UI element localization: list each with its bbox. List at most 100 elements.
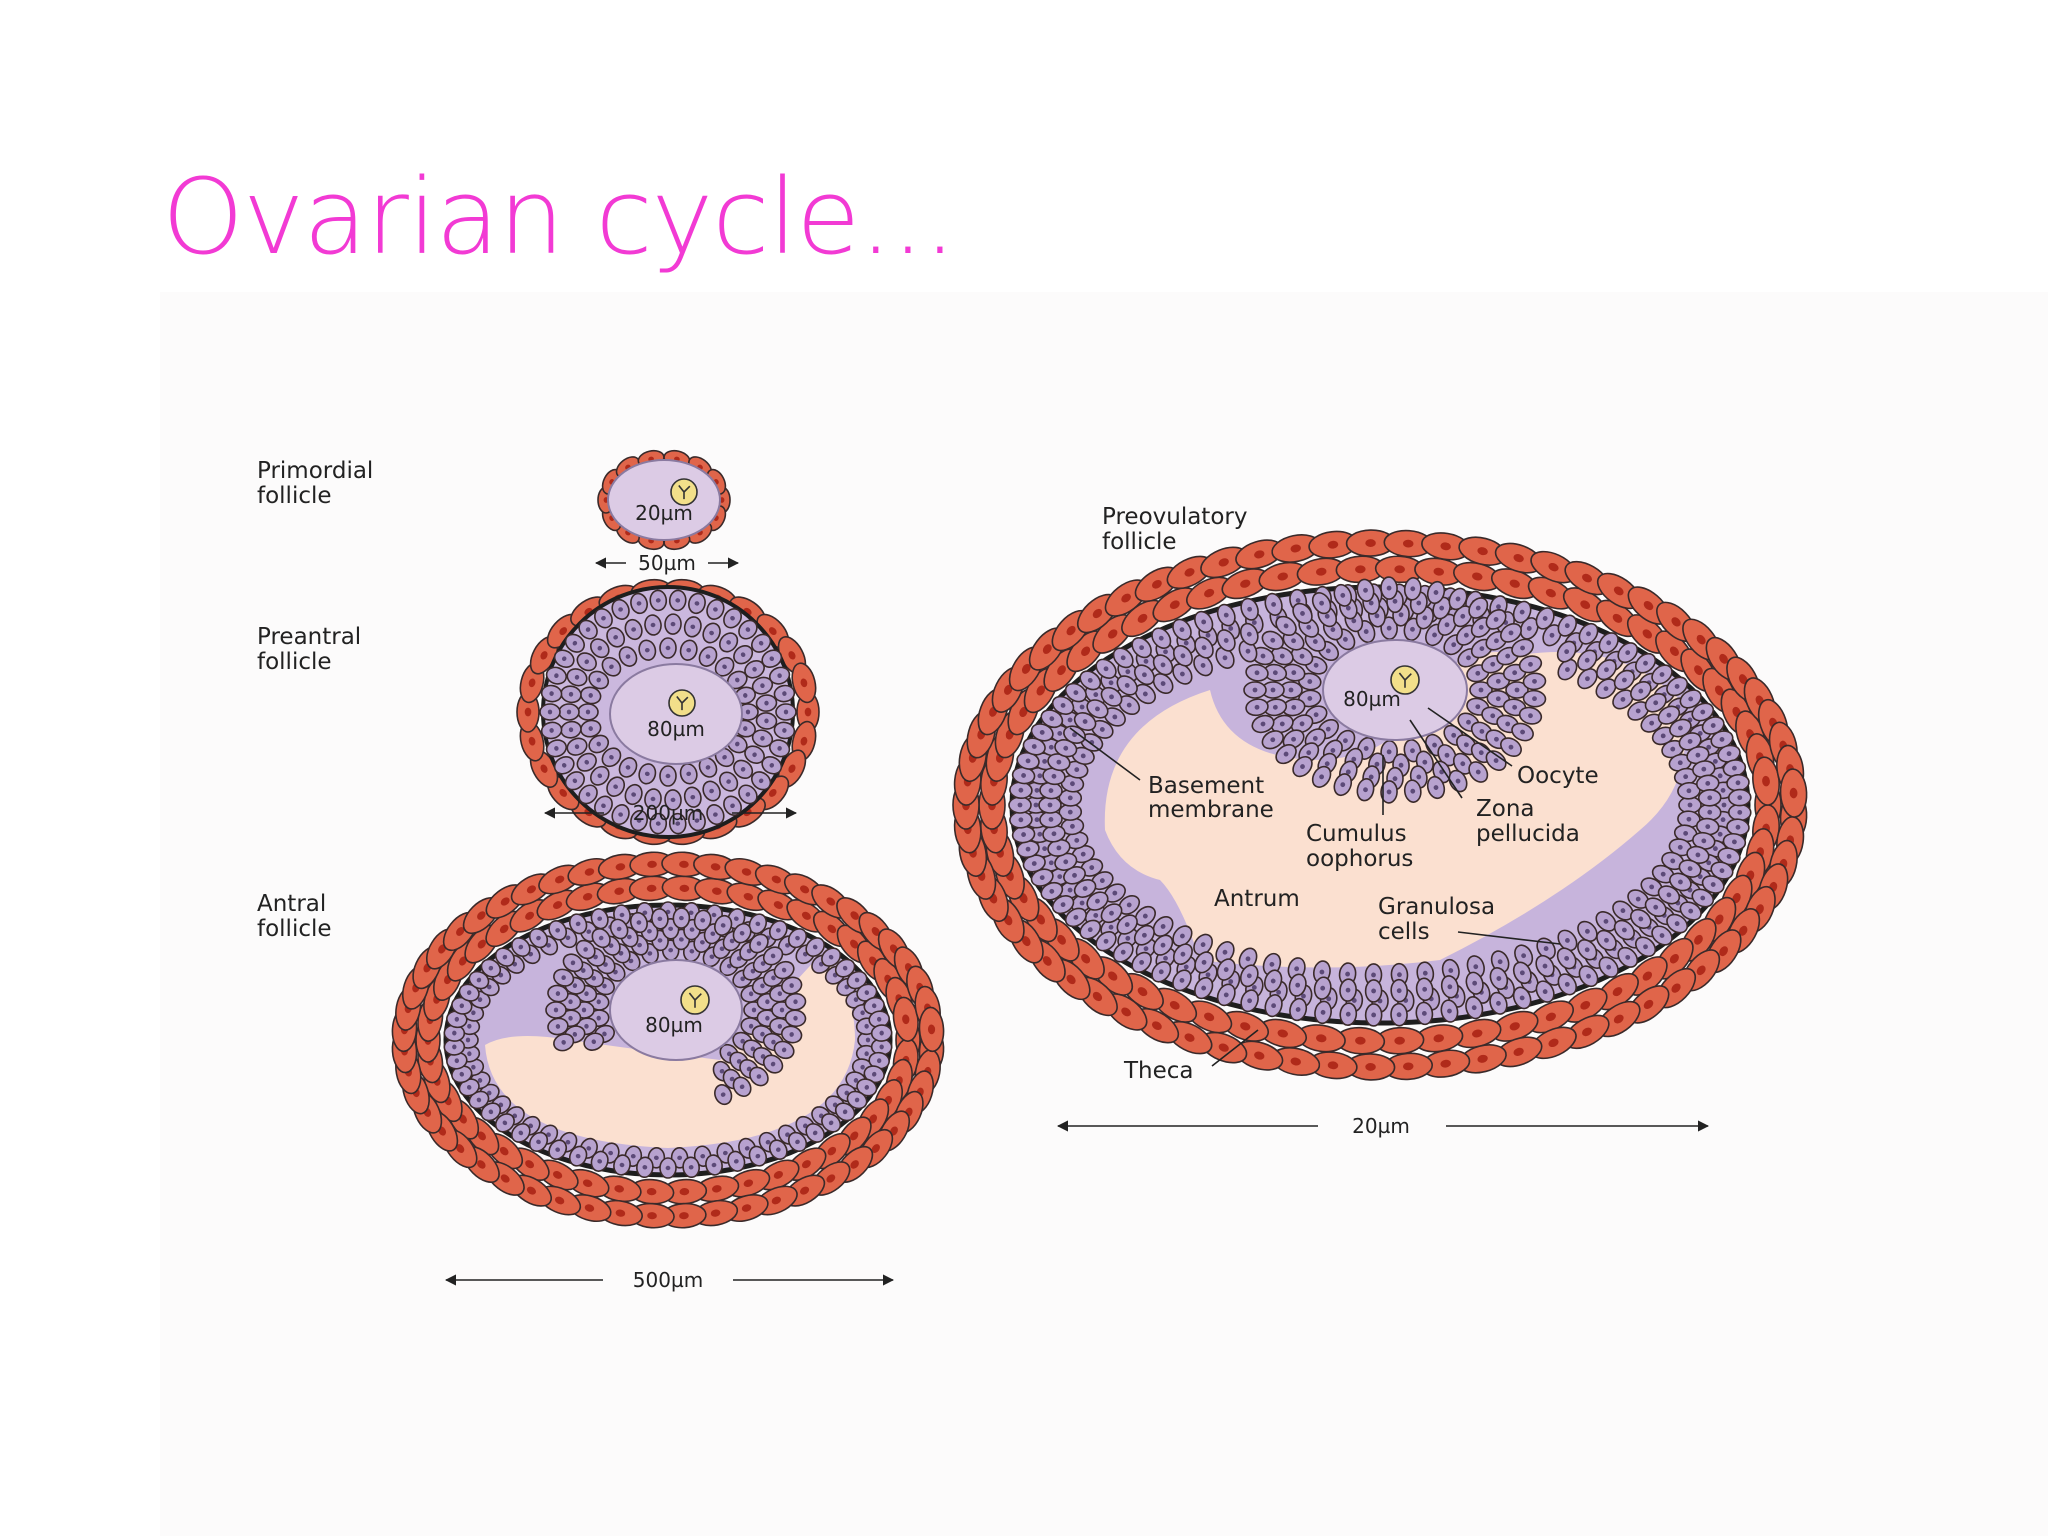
granulosa-cell — [553, 756, 575, 775]
granulosa-cell — [1364, 979, 1383, 1003]
granulosa-cell — [494, 947, 515, 967]
granulosa-cell — [575, 939, 596, 960]
granulosa-cell — [540, 684, 563, 703]
granulosa-cell — [545, 739, 568, 758]
granulosa-cell — [1079, 919, 1102, 940]
granulosa-cell — [1627, 701, 1650, 721]
granulosa-cell — [624, 783, 643, 806]
granulosa-cell — [856, 983, 878, 1002]
granulosa-cell — [649, 589, 668, 612]
granulosa-cell — [651, 908, 669, 930]
granulosa-cell — [761, 756, 783, 775]
granulosa-cell — [821, 1113, 842, 1133]
antral-diameter: 500µm — [633, 1268, 703, 1292]
preovulatory-follicle: 80µm — [952, 529, 1808, 1081]
granulosa-cell — [1172, 943, 1193, 966]
granulosa-cell — [545, 1001, 567, 1019]
granulosa-cell — [630, 809, 648, 832]
granulosa-cell — [1086, 699, 1109, 719]
granulosa-cell — [1311, 765, 1332, 788]
granulosa-cell — [1118, 894, 1141, 915]
granulosa-cell — [714, 656, 735, 677]
granulosa-cell — [609, 918, 629, 940]
granulosa-cell — [601, 747, 622, 768]
preovulatory-label-line2: follicle — [1102, 529, 1177, 555]
granulosa-cell — [1086, 891, 1109, 911]
granulosa-cell — [638, 763, 657, 785]
granulosa-cell — [629, 911, 648, 934]
granulosa-cell — [1356, 578, 1375, 602]
granulosa-cell — [672, 907, 691, 929]
granulosa-cell — [1152, 654, 1174, 676]
granulosa-cell — [702, 622, 721, 644]
granulosa-cell — [781, 1025, 803, 1044]
granulosa-cell — [576, 752, 597, 772]
primordial-label-line1: Primordial — [257, 458, 373, 484]
granulosa-cell — [1100, 903, 1123, 924]
granulosa-cell — [706, 804, 725, 826]
granulosa-cell — [1415, 1001, 1434, 1026]
granulosa-cell — [594, 607, 613, 629]
granulosa-cell — [1612, 900, 1634, 921]
granulosa-cell — [1151, 960, 1172, 983]
preantral-nucleus — [668, 689, 696, 717]
granulosa-cell — [751, 633, 772, 653]
granulosa-cell — [1215, 646, 1235, 669]
preantral-oocyte-size: 80µm — [647, 717, 705, 741]
granulosa-cell — [528, 1131, 549, 1153]
slide-title: Ovarian cycle... — [162, 156, 956, 278]
granulosa-cell — [606, 776, 626, 797]
granulosa-cell — [755, 694, 778, 712]
granulosa-cell — [601, 656, 622, 677]
primordial-nucleus — [670, 478, 698, 506]
granulosa-cell — [1073, 712, 1097, 732]
granulosa-cell — [664, 789, 682, 811]
granulosa-cell — [718, 632, 739, 653]
primordial-label-line2: follicle — [257, 483, 332, 509]
granulosa-cell — [1245, 663, 1269, 682]
granulosa-cell — [1468, 597, 1489, 619]
granulosa-cell — [1669, 872, 1692, 892]
theca-cell — [1779, 768, 1808, 818]
granulosa-cell — [589, 638, 610, 659]
granulosa-cell — [768, 666, 791, 685]
granulosa-cell — [1577, 668, 1598, 690]
granulosa-cell — [1194, 976, 1214, 1000]
granulosa-cell — [1064, 682, 1087, 703]
basement-membrane-leader — [1069, 727, 1141, 781]
granulosa-cell — [1380, 576, 1398, 600]
granulosa-cell — [568, 1145, 588, 1167]
granulosa-cell — [787, 927, 808, 949]
preovulatory-diameter: 20µm — [1352, 1114, 1410, 1138]
granulosa-cell — [1152, 673, 1174, 694]
granulosa-cell — [1261, 681, 1285, 699]
granulosa-cell — [1103, 707, 1126, 727]
granulosa-cell — [821, 947, 842, 967]
primordial-oocyte — [607, 459, 721, 541]
granulosa-cell — [732, 922, 752, 944]
granulosa-cell — [768, 1139, 788, 1160]
granulosa-cells-label-line2: cells — [1378, 919, 1430, 945]
preovulatory-label-line1: Preovulatory — [1102, 504, 1247, 530]
theca-cell — [1221, 568, 1270, 600]
granulosa-cell — [1112, 647, 1134, 669]
zona-pellucida-label-line2: pellucida — [1476, 821, 1580, 847]
granulosa-cell — [594, 795, 613, 817]
granulosa-cell — [1339, 1002, 1358, 1026]
granulosa-cell — [539, 703, 561, 721]
theca-leader — [1211, 1029, 1259, 1067]
granulosa-cell — [1194, 610, 1214, 634]
granulosa-cell — [1465, 996, 1484, 1020]
granulosa-cell — [668, 589, 687, 612]
granulosa-cell — [1627, 889, 1650, 909]
granulosa-cell — [1403, 779, 1422, 803]
granulosa-cell — [1216, 958, 1236, 981]
granulosa-cell — [749, 933, 769, 954]
theca-cell — [1271, 534, 1321, 563]
granulosa-cells-label-line1: Granulosa — [1378, 894, 1495, 920]
theca-cell — [791, 662, 817, 704]
granulosa-cell — [1505, 681, 1529, 699]
granulosa-cell — [590, 1150, 609, 1172]
granulosa-cell — [1596, 659, 1617, 681]
theca-cell — [629, 1202, 675, 1229]
